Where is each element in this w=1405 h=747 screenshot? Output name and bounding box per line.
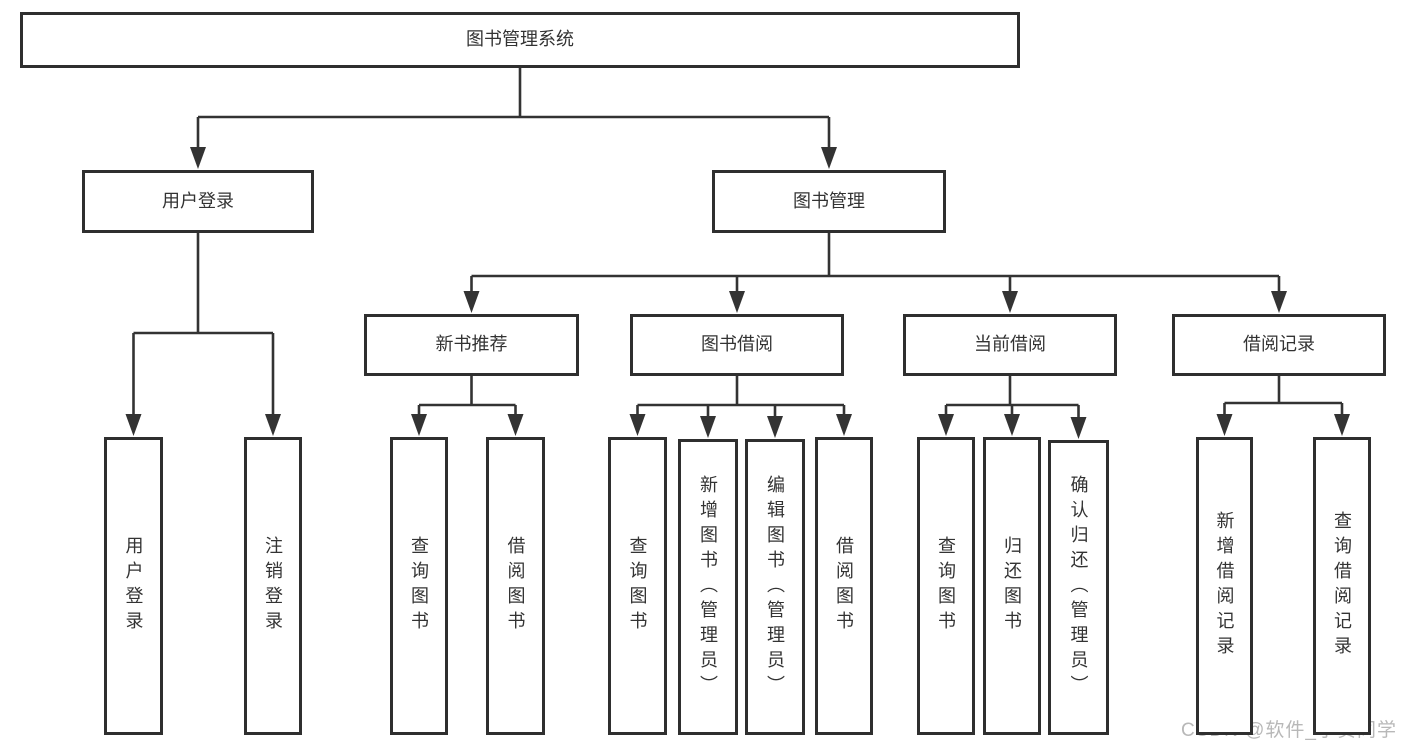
node-leaf-user-login: 用户登录 [104,437,163,735]
node-leaf-add-book: 新增图书（管理员） [678,439,738,735]
node-label: 新书推荐 [435,334,508,355]
node-leaf-return-book: 归还图书 [983,437,1041,735]
node-label: 新增借阅记录 [1214,511,1235,661]
node-label: 查询借阅记录 [1332,511,1352,661]
node-leaf-add-record: 新增借阅记录 [1196,437,1253,735]
node-label: 借阅图书 [834,536,854,636]
node-label: 图书管理 [793,190,865,211]
node-label: 编辑图书（管理员） [765,474,785,700]
node-leaf-query-book-3: 查询图书 [917,437,975,735]
node-label: 用户登录 [123,536,144,636]
node-label: 新增图书（管理员） [698,474,718,700]
node-label: 注销登录 [263,536,283,636]
node-borrow-record: 借阅记录 [1172,314,1386,376]
node-label: 查询图书 [627,536,648,636]
node-book-borrow: 图书借阅 [630,314,844,376]
node-leaf-query-record: 查询借阅记录 [1313,437,1371,735]
node-label: 查询图书 [409,536,429,636]
node-leaf-query-book-2: 查询图书 [608,437,667,735]
node-user-login: 用户登录 [82,170,314,233]
node-new-book-rec: 新书推荐 [364,314,579,376]
node-leaf-borrow-book-1: 借阅图书 [486,437,545,735]
node-label: 借阅图书 [505,536,526,636]
node-label: 图书管理系统 [466,29,574,50]
node-root: 图书管理系统 [20,12,1020,68]
node-label: 当前借阅 [974,334,1046,355]
node-label: 用户登录 [162,190,234,211]
node-label: 确认归还（管理员） [1068,475,1089,700]
node-label: 查询图书 [936,536,956,636]
node-leaf-query-book-1: 查询图书 [390,437,448,735]
node-leaf-edit-book: 编辑图书（管理员） [745,439,805,735]
node-label: 借阅记录 [1243,334,1315,355]
node-current-borrow: 当前借阅 [903,314,1117,376]
node-book-mgmt: 图书管理 [712,170,946,233]
node-label: 图书借阅 [701,334,773,355]
node-label: 归还图书 [1002,536,1022,636]
node-leaf-logout: 注销登录 [244,437,302,735]
node-leaf-borrow-book-2: 借阅图书 [815,437,873,735]
node-leaf-confirm-return: 确认归还（管理员） [1048,440,1109,735]
